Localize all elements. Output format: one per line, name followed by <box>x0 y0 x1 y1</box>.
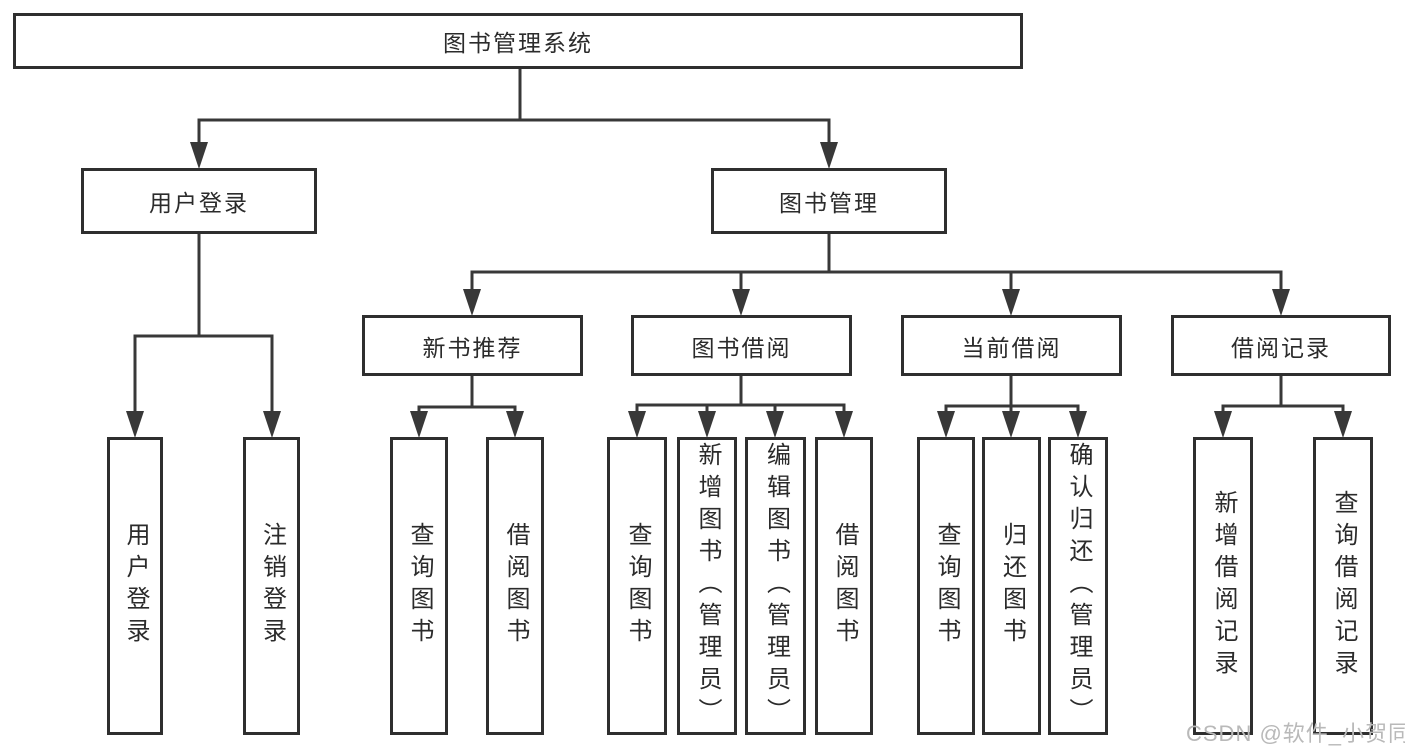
connector-book-management-to-level3 <box>463 234 1290 316</box>
node-label: 查询图书 <box>624 522 651 650</box>
node-label: 新增借阅记录 <box>1210 490 1237 682</box>
arrowhead-icon <box>1069 411 1087 438</box>
leaf-records-query-record: 查询借阅记录 <box>1313 437 1373 735</box>
node-label: 查询借阅记录 <box>1330 490 1357 682</box>
arrowhead-icon <box>1334 411 1352 438</box>
node-label: 图书管理系统 <box>443 30 593 56</box>
arrowhead-icon <box>732 289 750 316</box>
leaf-borrow-add-books-admin: 新增图书（管理员） <box>677 437 737 735</box>
leaf-current-confirm-return-admin: 确认归还（管理员） <box>1048 437 1108 735</box>
node-label: 当前借阅 <box>961 334 1062 361</box>
arrowhead-icon <box>1002 289 1020 316</box>
connector-new-book-branch <box>410 376 524 438</box>
arrowhead-icon <box>190 142 208 169</box>
leaf-borrow-edit-books-admin: 编辑图书（管理员） <box>745 437 806 735</box>
node-book-borrow: 图书借阅 <box>631 315 852 376</box>
node-borrow-records: 借阅记录 <box>1171 315 1391 376</box>
leaf-recommend-query-books: 查询图书 <box>390 437 448 735</box>
node-label: 查询图书 <box>406 522 433 650</box>
node-label: 借阅图书 <box>831 522 858 650</box>
connector-borrow-records-branch <box>1214 376 1352 438</box>
arrowhead-icon <box>506 411 524 438</box>
connector-book-borrow-branch <box>628 376 853 438</box>
node-label: 借阅记录 <box>1231 334 1331 361</box>
leaf-borrow-query-books: 查询图书 <box>607 437 667 735</box>
node-label: 查询图书 <box>933 522 960 650</box>
node-label: 新书推荐 <box>422 334 523 361</box>
arrowhead-icon <box>698 411 716 438</box>
arrowhead-icon <box>1214 411 1232 438</box>
node-new-book-recommend: 新书推荐 <box>362 315 583 376</box>
arrowhead-icon <box>835 411 853 438</box>
arrowhead-icon <box>820 142 838 169</box>
connector-current-borrow-branch <box>937 376 1087 438</box>
connector-root-to-level2 <box>190 69 838 169</box>
node-label: 确认归还（管理员） <box>1065 442 1092 730</box>
node-label: 用户登录 <box>122 522 149 650</box>
arrowhead-icon <box>126 411 144 438</box>
node-label: 用户登录 <box>149 190 249 216</box>
node-label: 编辑图书（管理员） <box>762 442 790 730</box>
leaf-logout: 注销登录 <box>243 437 300 735</box>
node-label: 借阅图书 <box>502 522 529 650</box>
arrowhead-icon <box>463 289 481 316</box>
arrowhead-icon <box>263 411 281 438</box>
node-label: 归还图书 <box>998 522 1026 650</box>
leaf-current-query-books: 查询图书 <box>917 437 975 735</box>
leaf-current-return-books: 归还图书 <box>982 437 1041 735</box>
node-book-management: 图书管理 <box>711 168 947 234</box>
leaf-user-login: 用户登录 <box>107 437 163 735</box>
arrowhead-icon <box>1002 411 1020 438</box>
arrowhead-icon <box>628 411 646 438</box>
leaf-records-add-record: 新增借阅记录 <box>1193 437 1253 735</box>
node-current-borrow: 当前借阅 <box>901 315 1122 376</box>
node-label: 新增图书（管理员） <box>694 442 721 730</box>
node-label: 图书借阅 <box>691 334 792 361</box>
node-label: 图书管理 <box>779 190 879 216</box>
arrowhead-icon <box>410 411 428 438</box>
arrowhead-icon <box>937 411 955 438</box>
csdn-watermark: CSDN @软件_小贺同学 <box>1186 721 1405 746</box>
leaf-recommend-borrow-books: 借阅图书 <box>486 437 544 735</box>
node-library-management-system: 图书管理系统 <box>13 13 1023 69</box>
arrowhead-icon <box>766 411 784 438</box>
leaf-borrow-borrow-books: 借阅图书 <box>815 437 873 735</box>
arrowhead-icon <box>1272 289 1290 316</box>
node-user-login: 用户登录 <box>81 168 317 234</box>
node-label: 注销登录 <box>258 522 286 650</box>
connector-user-login-branch <box>126 234 281 438</box>
